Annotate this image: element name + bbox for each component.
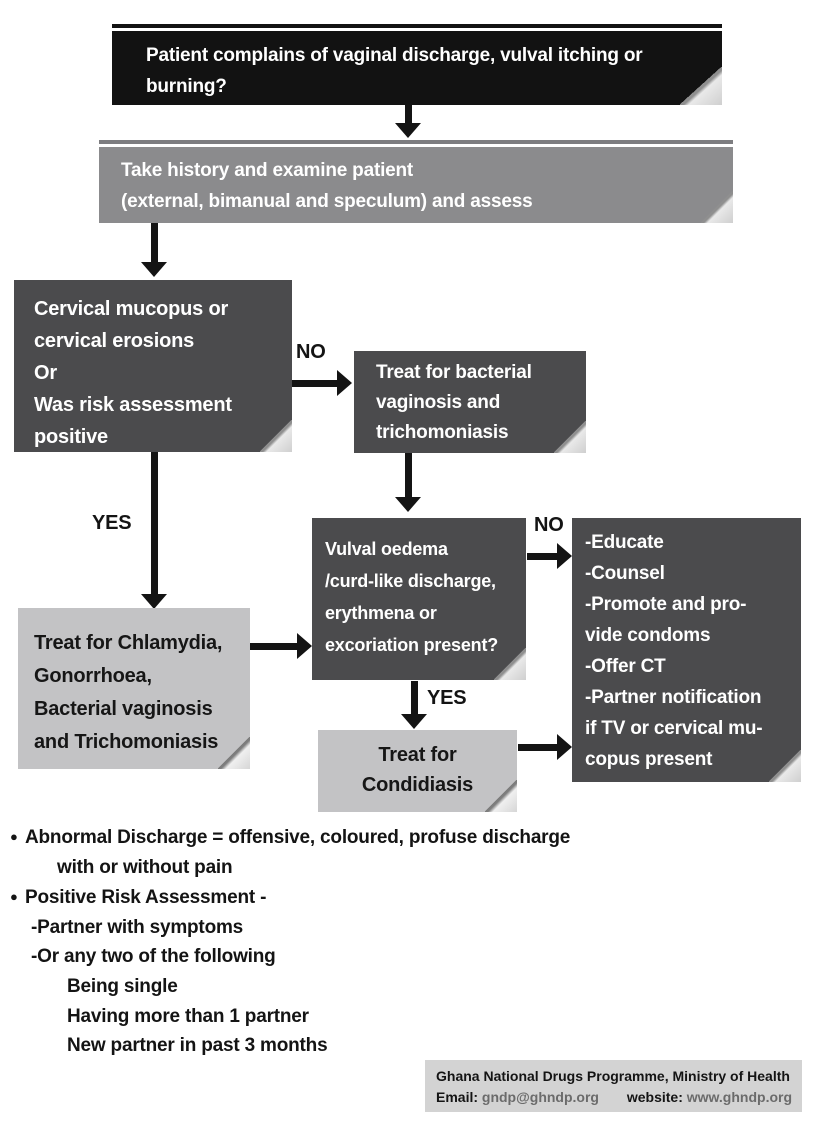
arrow-cervical-no-to-bacterial	[292, 370, 352, 396]
assess-rule	[99, 140, 733, 144]
arrow-head-icon	[557, 543, 572, 569]
note-text: Having more than 1 partner	[67, 1005, 309, 1027]
node-text-line: Take history and examine patient	[121, 160, 414, 181]
label-yes-vulval: YES	[427, 687, 467, 709]
arrow-head-icon	[141, 594, 167, 609]
node-text-line: excoriation present?	[325, 635, 499, 655]
arrow-bacterial-to-vulval	[395, 453, 421, 512]
arrow-vulval-yes-to-candidiasis	[401, 681, 427, 729]
arrow-head-icon	[401, 714, 427, 729]
footer-contact: Email: gndp@ghndp.org website: www.ghndp…	[436, 1087, 802, 1108]
node-text-line: burning?	[146, 76, 227, 97]
assess-node: Take history and examine patient (extern…	[99, 147, 733, 223]
node-text-line: copus present	[585, 749, 713, 770]
note-text: -Or any two of the following	[31, 946, 276, 968]
arrow-cervical-yes-to-chlamydia	[141, 452, 167, 609]
node-text-line: vaginosis and	[376, 392, 501, 413]
note-line: ● Abnormal Discharge = offensive, coloure…	[0, 822, 680, 853]
page-fold-icon	[701, 191, 733, 223]
arrow-head-icon	[395, 497, 421, 512]
node-text-line: vide condoms	[585, 625, 711, 646]
node-text-line: -Educate	[585, 532, 664, 553]
candidiasis-node: Treat for Condidiasis	[318, 730, 517, 812]
node-text-line: if TV or cervical mu-	[585, 718, 763, 739]
node-text-line: Bacterial vaginosis	[34, 698, 213, 720]
page-fold-icon	[260, 420, 292, 452]
arrow-vulval-no-to-educate	[527, 543, 572, 569]
node-text-line: trichomoniasis	[376, 422, 509, 443]
node-text-line: Cervical mucopus or	[34, 298, 229, 320]
website-value: www.ghndp.org	[686, 1089, 793, 1105]
arrow-start-to-assess	[395, 105, 421, 138]
note-line: New partner in past 3 months	[0, 1031, 680, 1061]
node-text-line: Gonorrhoea,	[34, 665, 152, 687]
node-text-line: -Promote and pro-	[585, 594, 747, 615]
start-node: Patient complains of vaginal discharge, …	[112, 31, 722, 105]
node-text-line: -Counsel	[585, 563, 665, 584]
chlamydia-node: Treat for Chlamydia, Gonorrhoea, Bacteri…	[18, 608, 250, 769]
node-text-line: Patient complains of vaginal discharge, …	[146, 45, 643, 66]
note-line: -Or any two of the following	[0, 942, 680, 972]
page-fold-icon	[680, 67, 722, 105]
note-text: Abnormal Discharge = offensive, coloured…	[25, 827, 571, 848]
note-text: -Partner with symptoms	[31, 916, 244, 938]
note-line: with or without pain	[0, 853, 680, 883]
node-text-line: Vulval oedema	[325, 539, 448, 559]
node-text-line: Or	[34, 362, 57, 384]
arrow-head-icon	[297, 633, 312, 659]
node-text-line: Treat for	[378, 744, 457, 766]
bacterial-node: Treat for bacterial vaginosis and tricho…	[354, 351, 586, 453]
footer-box: Ghana National Drugs Programme, Ministry…	[425, 1060, 802, 1112]
label-no-cervical: NO	[296, 341, 326, 363]
arrow-head-icon	[337, 370, 352, 396]
node-text-line: erythmena or	[325, 603, 437, 623]
node-text-line: cervical erosions	[34, 330, 195, 352]
page-fold-icon	[769, 750, 801, 782]
page-fold-icon	[485, 780, 517, 812]
page-fold-icon	[494, 648, 526, 680]
email-label: Email:	[436, 1089, 479, 1105]
footer-title: Ghana National Drugs Programme, Ministry…	[436, 1068, 790, 1084]
node-text-line: Was risk assessment	[34, 394, 232, 416]
page-fold-icon	[554, 421, 586, 453]
note-text: Being single	[67, 975, 178, 997]
email-value: gndp@ghndp.org	[481, 1089, 599, 1105]
node-text-line: -Offer CT	[585, 656, 666, 677]
node-text-line: (external, bimanual and speculum) and as…	[121, 191, 533, 212]
node-text-line: -Partner notification	[585, 687, 762, 708]
arrow-head-icon	[557, 734, 572, 760]
note-line: ● Positive Risk Assessment -	[0, 882, 680, 913]
vulval-node: Vulval oedema /curd-like discharge, eryt…	[312, 518, 526, 680]
node-text-line: /curd-like discharge,	[325, 571, 496, 591]
node-text-line: Condidiasis	[361, 774, 474, 796]
page-fold-icon	[218, 737, 250, 769]
note-line: Having more than 1 partner	[0, 1002, 680, 1032]
bullet-icon: ●	[10, 829, 18, 844]
arrow-assess-to-cervical	[141, 223, 167, 277]
label-yes-cervical: YES	[92, 512, 132, 534]
label-no-vulval: NO	[534, 514, 564, 536]
node-text-line: Treat for Chlamydia,	[34, 632, 223, 654]
note-text: New partner in past 3 months	[67, 1035, 328, 1057]
arrow-chlamydia-to-vulval	[250, 633, 312, 659]
note-text: with or without pain	[57, 856, 233, 878]
note-line: -Partner with symptoms	[0, 913, 680, 943]
bullet-icon: ●	[10, 889, 18, 905]
node-text-line: positive	[34, 426, 108, 448]
top-rule	[112, 24, 722, 28]
arrow-candidiasis-to-educate	[518, 734, 572, 760]
cervical-node: Cervical mucopus or cervical erosions Or…	[14, 280, 292, 452]
node-text-line: and Trichomoniasis	[34, 731, 219, 753]
website-label: website:	[626, 1089, 683, 1105]
note-text: Positive Risk Assessment -	[25, 887, 267, 909]
node-text-line: Treat for bacterial	[376, 362, 532, 383]
educate-node: -Educate -Counsel -Promote and pro- vide…	[572, 518, 801, 782]
notes: ● Abnormal Discharge = offensive, coloure…	[0, 822, 680, 1061]
arrow-head-icon	[141, 262, 167, 277]
note-line: Being single	[0, 972, 680, 1002]
arrow-head-icon	[395, 123, 421, 138]
